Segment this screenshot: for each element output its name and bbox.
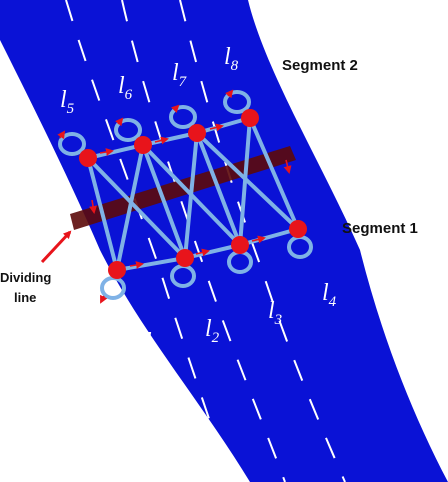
direction-arrows: [57, 89, 292, 304]
graph-nodes: [79, 109, 307, 279]
node-lower-2: [176, 249, 194, 267]
node-upper-2: [134, 136, 152, 154]
lane-label-l8: l8: [224, 44, 239, 74]
dividing-line-arrow: [40, 230, 72, 264]
segment-1-label: Segment 1: [342, 220, 418, 237]
node-lower-3: [231, 236, 249, 254]
dividing-line-label: Dividing line: [0, 270, 55, 305]
node-upper-4: [241, 109, 259, 127]
lane-label-l4: l4: [322, 280, 337, 310]
lane-label-l2: l2: [205, 316, 220, 346]
node-upper-1: [79, 149, 97, 167]
lane-label-l7: l7: [172, 60, 188, 90]
lane-label-l5: l5: [60, 87, 75, 117]
lane-label-l6: l6: [118, 73, 133, 103]
segment-2-label: Segment 2: [282, 57, 358, 74]
lane-label-l1: l1: [145, 329, 159, 359]
node-lower-1: [108, 261, 126, 279]
graph-edges: [58, 90, 313, 300]
lane-markings: [65, 0, 346, 482]
node-upper-3: [188, 124, 206, 142]
lane-labels: l1 l2 l3 l4 l5 l6 l7 l8: [60, 44, 337, 359]
node-lower-4: [289, 220, 307, 238]
lane-label-l3: l3: [268, 298, 282, 328]
